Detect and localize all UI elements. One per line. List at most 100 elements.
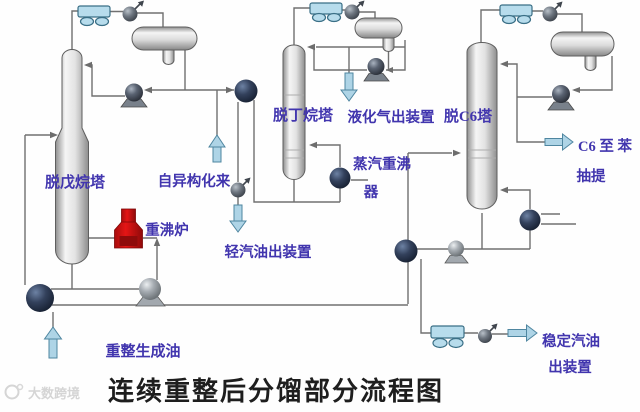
watermark-logo-icon xyxy=(4,384,20,400)
reflux-pump xyxy=(547,85,575,111)
depentanizer-column xyxy=(55,49,89,265)
drum-shell xyxy=(131,26,198,51)
dec6-section xyxy=(394,1,615,349)
reflux-drum xyxy=(354,17,403,52)
fan-icon xyxy=(311,12,327,23)
heat-exchanger xyxy=(234,79,258,103)
furnace-neck xyxy=(121,208,136,224)
debutanizer-column xyxy=(282,44,306,180)
pump-base xyxy=(120,98,148,108)
control-valve xyxy=(542,1,563,22)
overhead-air-cooler xyxy=(309,2,343,23)
air-cooler-icon xyxy=(309,2,343,15)
pump-base xyxy=(135,296,166,307)
column-weld-line xyxy=(468,149,496,159)
reflux-pump xyxy=(363,58,390,82)
bottoms-pump xyxy=(444,240,469,264)
fan-icon xyxy=(432,337,448,349)
reflux-pump xyxy=(120,83,148,108)
flow-arrowhead xyxy=(453,149,461,157)
isomerization-feed-arrow xyxy=(208,134,226,163)
flow-arrowhead xyxy=(500,186,508,194)
flow-arrowhead xyxy=(500,60,508,68)
reflux-drum xyxy=(131,26,198,65)
pipe-network-left xyxy=(24,10,408,328)
air-cooler-icon xyxy=(77,5,111,18)
fan-icon xyxy=(516,14,532,25)
furnace-firebox xyxy=(119,236,138,246)
light-gasoline-out-arrow xyxy=(229,204,247,233)
overhead-air-cooler xyxy=(77,5,111,27)
arrow-head xyxy=(340,89,358,102)
watermark-logo-icon xyxy=(16,383,24,391)
watermark: 大数跨境 xyxy=(4,383,80,401)
arrow-head xyxy=(562,132,574,152)
control-valve xyxy=(230,177,251,198)
pump-base xyxy=(547,101,575,111)
flow-arrowhead xyxy=(153,238,161,246)
air-cooler-icon xyxy=(430,325,465,339)
air-cooler-icon xyxy=(499,4,533,17)
steam-reboiler-label-line2: 器 xyxy=(363,184,379,201)
control-valve xyxy=(344,0,365,20)
bottoms-pump xyxy=(135,278,166,307)
stabilized-gasoline-out-arrow xyxy=(507,323,538,343)
valve-body xyxy=(122,6,138,22)
flow-arrowhead xyxy=(226,86,234,94)
arrow-head xyxy=(43,326,63,340)
pipe-network-middle xyxy=(216,7,406,206)
drum-shell xyxy=(354,17,403,39)
depentanizer-section xyxy=(24,0,408,359)
drum-boot xyxy=(162,49,175,65)
pump-body xyxy=(448,240,464,257)
arrow-shaft xyxy=(233,204,243,223)
flow-arrowhead xyxy=(84,61,92,69)
steam-reboiler xyxy=(329,167,351,189)
lpg-out-label: 液化气出装置 xyxy=(348,108,435,126)
heat-exchanger xyxy=(394,239,418,263)
steam-reboiler-label-line1: 蒸汽重沸 xyxy=(353,155,411,173)
flow-arrowhead xyxy=(50,131,58,139)
arrow-head xyxy=(229,220,247,233)
drum-boot xyxy=(584,55,597,71)
arrow-shaft xyxy=(344,72,354,92)
arrow-shaft xyxy=(48,337,58,359)
pump-body xyxy=(367,58,385,75)
flow-arrowhead xyxy=(386,67,393,73)
valve-arrow-icon xyxy=(556,1,563,8)
reflux-drum xyxy=(550,31,615,71)
valve-arrow-icon xyxy=(137,0,144,7)
furnace-label: 重沸炉 xyxy=(145,221,189,239)
pump-body xyxy=(552,85,570,103)
valve-arrow-icon xyxy=(244,177,251,184)
diagram-title: 连续重整后分馏部分流程图 xyxy=(108,376,444,406)
pump-base xyxy=(363,73,390,82)
drum-shell xyxy=(550,31,615,57)
reformate-feed-arrow xyxy=(43,326,63,359)
control-valve xyxy=(122,0,144,22)
flow-arrowhead xyxy=(309,141,317,149)
flow-arrowhead xyxy=(144,86,152,94)
steam-reboiler xyxy=(519,209,541,231)
pump-base xyxy=(444,255,469,264)
valve-arrow-icon xyxy=(491,323,498,330)
fan-icon xyxy=(79,16,95,27)
pump-body xyxy=(125,83,143,102)
pipe-network-right xyxy=(407,9,613,335)
fan-icon xyxy=(94,16,110,27)
column-weld-line xyxy=(284,94,304,159)
debutanizer-label: 脱丁烷塔 xyxy=(273,106,334,124)
light-gasoline-out-label: 轻汽油出装置 xyxy=(225,243,312,261)
valve-body xyxy=(230,182,246,198)
arrow-shaft xyxy=(212,145,222,163)
watermark-text: 大数跨境 xyxy=(28,386,80,401)
drum-boot xyxy=(382,37,395,52)
from-isomerization-label: 自异构化来 xyxy=(158,172,231,190)
dec6-column xyxy=(466,42,498,210)
valve-body xyxy=(344,4,360,20)
fan-icon xyxy=(448,337,464,349)
reformate-feed-label: 重整生成油 xyxy=(105,342,180,360)
arrow-head xyxy=(208,134,226,148)
overhead-air-cooler xyxy=(499,4,533,25)
